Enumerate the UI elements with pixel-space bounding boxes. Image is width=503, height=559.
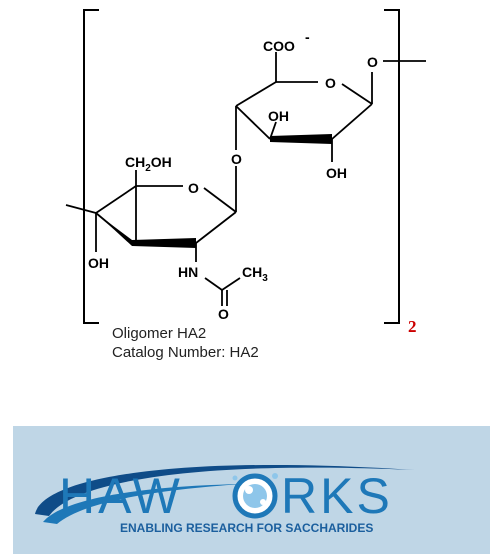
catalog-number: Catalog Number: HA2 xyxy=(112,344,259,361)
compound-name: Oligomer HA2 xyxy=(112,325,207,342)
ring-oxygen-lower: O xyxy=(188,180,199,196)
hydroxymethyl-ch2: CH2OH xyxy=(125,154,172,174)
logo-brand-right: RKS xyxy=(281,468,393,524)
water-splash-icon xyxy=(232,473,278,519)
methyl-label: CH3 xyxy=(242,264,268,284)
hydroxyl-lower: OH xyxy=(88,255,109,271)
carboxylate-charge: - xyxy=(305,29,310,45)
hydroxymethyl-sub: 2 xyxy=(145,163,151,174)
repeat-subscript: 2 xyxy=(408,317,417,336)
haworks-logo: HAW RKS ENABLING RESEARCH FOR SACCHARIDE… xyxy=(35,464,415,535)
lower-ring xyxy=(65,170,241,306)
lower-ring-wedge-left xyxy=(96,213,132,246)
logo-swoosh-outer xyxy=(35,464,415,516)
logo-swoosh-inner xyxy=(43,484,243,524)
carbonyl-oxygen: O xyxy=(218,306,229,322)
upper-ring-front-bond xyxy=(270,134,332,144)
right-bracket xyxy=(384,9,400,324)
left-bracket xyxy=(83,9,99,324)
glycosidic-oxygen-right: O xyxy=(367,54,378,70)
logo-tagline: ENABLING RESEARCH FOR SACCHARIDES xyxy=(120,521,373,535)
glycosidic-oxygen-mid: O xyxy=(231,151,242,167)
hydroxymethyl-ch: CH xyxy=(125,154,145,170)
hydroxymethyl-oh: OH xyxy=(151,154,172,170)
haworks-banner: HAW RKS ENABLING RESEARCH FOR SACCHARIDE… xyxy=(13,426,490,554)
methyl-ch: CH xyxy=(242,264,262,280)
hydroxyl-upper-a: OH xyxy=(268,108,289,124)
hydroxyl-upper-b: OH xyxy=(326,165,347,181)
carboxylate-label: COO xyxy=(263,38,295,54)
ring-oxygen-upper: O xyxy=(325,75,336,91)
ha2-structure-diagram: 2 COO - O O OH xyxy=(65,9,426,336)
logo-brand-left: HAW xyxy=(59,468,183,524)
amide-nh: HN xyxy=(178,264,198,280)
lower-ring-front-bond xyxy=(132,238,196,248)
methyl-sub: 3 xyxy=(262,273,268,284)
